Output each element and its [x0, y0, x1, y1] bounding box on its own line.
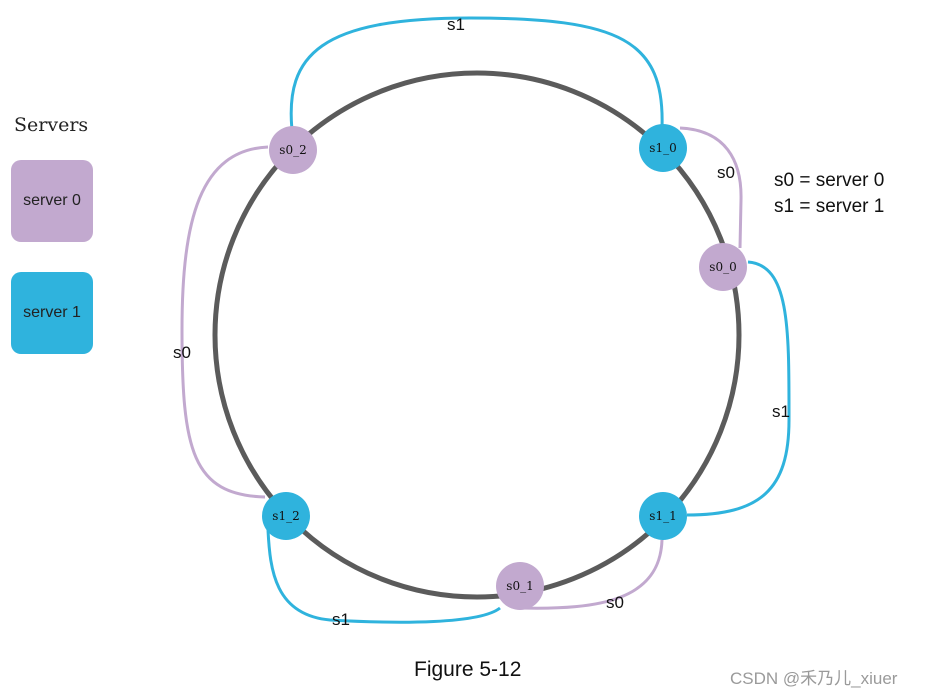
node-label: s0_1 — [506, 579, 533, 593]
legend-title: Servers — [14, 114, 89, 136]
edge-s0-bottom-right — [519, 539, 664, 610]
edge-s1-right — [686, 260, 791, 517]
key-server-0: s0 = server 0 — [774, 170, 885, 191]
edge-label: s1 — [772, 402, 790, 421]
legend-server-1-label: server 1 — [23, 304, 81, 321]
key-server-1: s1 = server 1 — [774, 196, 885, 217]
legend-server-1: server 1 — [11, 272, 93, 354]
node-s1-1: s1_1 — [639, 492, 687, 540]
legend-server-0: server 0 — [11, 160, 93, 242]
edge-label: s0 — [173, 343, 191, 362]
node-s0-1: s0_1 — [496, 562, 544, 610]
node-circle — [639, 492, 687, 540]
node-s0-2: s0_2 — [269, 126, 317, 174]
edge-label: s1 — [447, 15, 465, 34]
node-circle — [269, 126, 317, 174]
node-circle — [262, 492, 310, 540]
node-s1-0: s1_0 — [639, 124, 687, 172]
node-label: s1_0 — [649, 141, 676, 155]
legend-server-0-label: server 0 — [23, 192, 81, 209]
edge-s1-bottom-left — [266, 529, 501, 624]
edge-label: s1 — [332, 610, 350, 629]
figure-caption: Figure 5-12 — [414, 658, 522, 681]
edge-label: s0 — [606, 593, 624, 612]
node-circle — [496, 562, 544, 610]
watermark: CSDN @禾乃儿_xiuer — [730, 669, 898, 688]
edge-s0-left — [180, 145, 269, 499]
node-label: s0_2 — [279, 143, 306, 157]
edge-label: s0 — [717, 163, 735, 182]
node-circle — [699, 243, 747, 291]
node-s1-2: s1_2 — [262, 492, 310, 540]
hash-ring — [212, 70, 742, 600]
edge-s0-right-upper — [679, 126, 743, 249]
edge-s1-top — [289, 16, 664, 131]
node-label: s0_0 — [709, 260, 736, 274]
node-s0-0: s0_0 — [699, 243, 747, 291]
node-label: s1_1 — [649, 509, 676, 523]
node-label: s1_2 — [272, 509, 299, 523]
node-circle — [639, 124, 687, 172]
